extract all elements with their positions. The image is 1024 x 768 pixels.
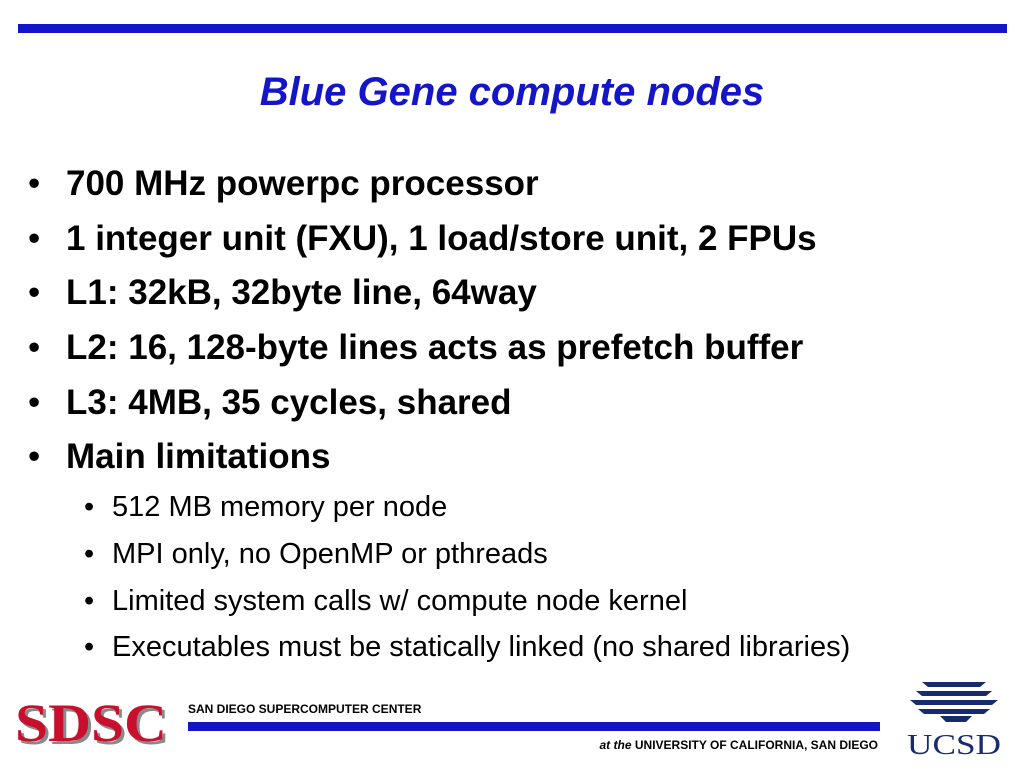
bullet-item: • 700 MHz powerpc processor	[28, 164, 539, 204]
bullet-text: 700 MHz powerpc processor	[66, 164, 539, 203]
sub-bullet-marker: •	[84, 491, 95, 523]
bullet-text: L3: 4MB, 35 cycles, shared	[66, 383, 512, 422]
sub-bullet-marker: •	[84, 631, 95, 663]
bullet-item: • Main limitations	[28, 437, 330, 477]
bullet-marker: •	[28, 328, 41, 367]
bullet-item: • 1 integer unit (FXU), 1 load/store unit…	[28, 219, 817, 259]
bullet-marker: •	[28, 273, 41, 312]
ucsd-tower-mark	[910, 682, 998, 722]
ucsd-logo: UCSD	[907, 682, 1001, 760]
sub-bullet-item: • MPI only, no OpenMP or pthreads	[84, 537, 548, 571]
bullet-item: • L1: 32kB, 32byte line, 64way	[28, 273, 537, 313]
sub-bullet-text: 512 MB memory per node	[112, 491, 448, 523]
ucsd-logo-text: UCSD	[907, 730, 1001, 760]
bullet-marker: •	[28, 164, 41, 203]
sdsc-logo: SDSC SDSC	[15, 694, 170, 754]
bullet-marker: •	[28, 437, 41, 476]
bullet-text: 1 integer unit (FXU), 1 load/store unit,…	[66, 219, 817, 258]
footer-accent-rule	[188, 722, 880, 731]
sub-bullet-marker: •	[84, 538, 95, 570]
bullet-text: L2: 16, 128-byte lines acts as prefetch …	[66, 328, 804, 367]
slide-title: Blue Gene compute nodes	[259, 70, 765, 114]
bullet-item: • L3: 4MB, 35 cycles, shared	[28, 383, 512, 423]
sub-bullet-marker: •	[84, 585, 95, 617]
bullet-marker: •	[28, 383, 41, 422]
sub-bullet-text: MPI only, no OpenMP or pthreads	[112, 538, 548, 570]
university-line: at the UNIVERSITY OF CALIFORNIA, SAN DIE…	[600, 738, 879, 752]
bullet-text: L1: 32kB, 32byte line, 64way	[66, 273, 537, 312]
sub-bullet-item: • Limited system calls w/ compute node ke…	[84, 584, 687, 618]
center-name: SAN DIEGO SUPERCOMPUTER CENTER	[188, 702, 422, 716]
top-accent-rule	[18, 24, 1007, 33]
sub-bullet-text: Limited system calls w/ compute node ker…	[112, 585, 688, 617]
sdsc-logo-shadow: SDSC	[18, 696, 170, 754]
bullet-text: Main limitations	[66, 437, 331, 476]
sdsc-logo-text: SDSC	[15, 694, 167, 753]
bullet-marker: •	[28, 219, 41, 258]
sub-bullet-item: • Executables must be statically linked (…	[84, 630, 850, 664]
bullet-item: • L2: 16, 128-byte lines acts as prefetch…	[28, 328, 803, 368]
sub-bullet-text: Executables must be statically linked (n…	[112, 631, 851, 663]
at-the-text: at the	[599, 738, 632, 752]
university-name: UNIVERSITY OF CALIFORNIA, SAN DIEGO	[634, 738, 878, 752]
sub-bullet-item: • 512 MB memory per node	[84, 490, 447, 524]
